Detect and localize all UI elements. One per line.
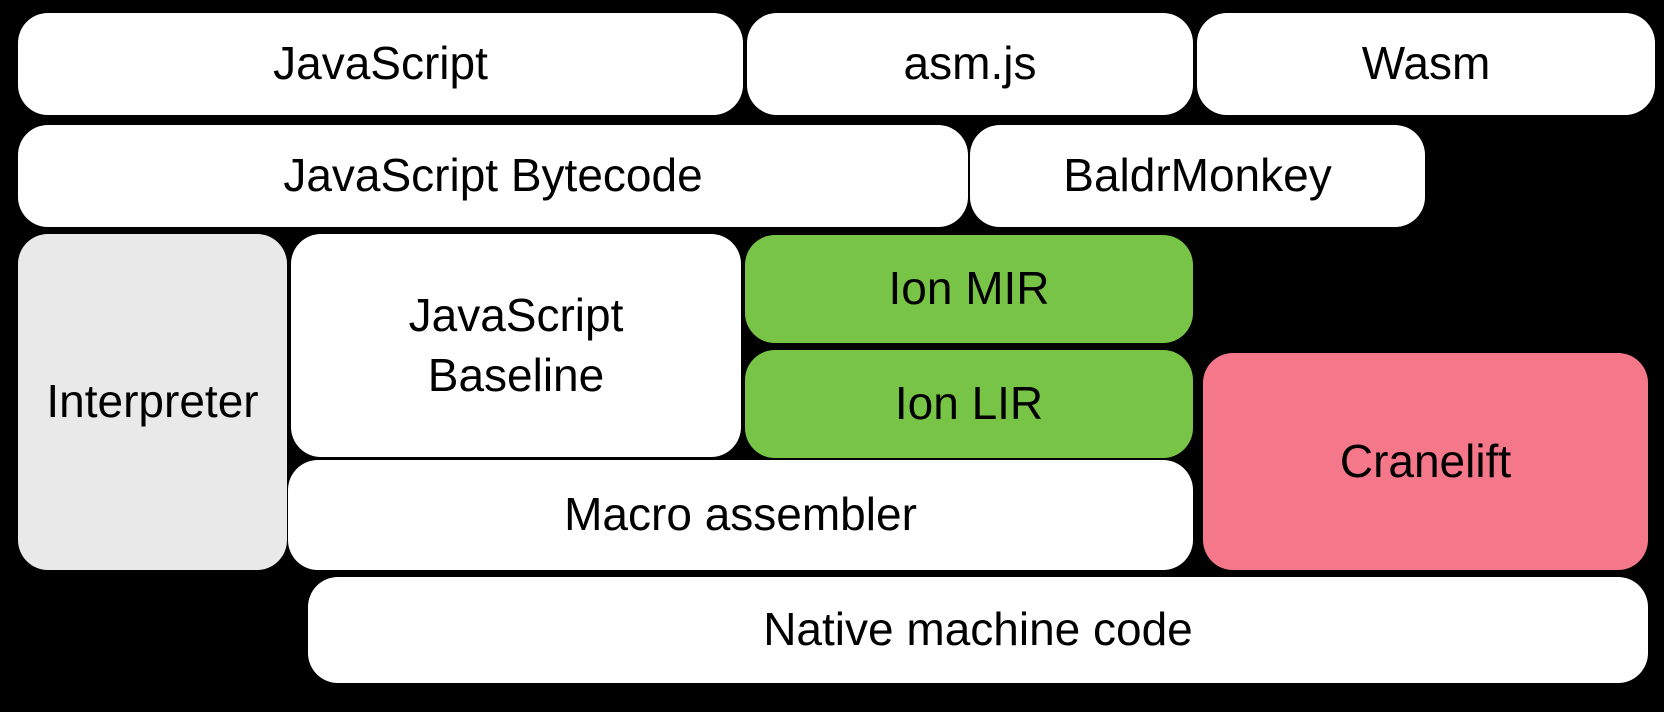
node-javascript-bytecode: JavaScript Bytecode (18, 125, 968, 227)
node-ion-mir: Ion MIR (745, 235, 1193, 343)
node-interpreter: Interpreter (18, 234, 287, 570)
node-baldrmonkey: BaldrMonkey (970, 125, 1425, 227)
node-cranelift: Cranelift (1203, 353, 1648, 570)
node-asmjs: asm.js (747, 13, 1193, 115)
node-wasm: Wasm (1197, 13, 1655, 115)
node-javascript-baseline: JavaScript Baseline (291, 234, 741, 457)
node-native-machine-code: Native machine code (308, 577, 1648, 683)
node-macro-assembler: Macro assembler (288, 460, 1193, 570)
node-javascript: JavaScript (18, 13, 743, 115)
node-ion-lir: Ion LIR (745, 350, 1193, 458)
